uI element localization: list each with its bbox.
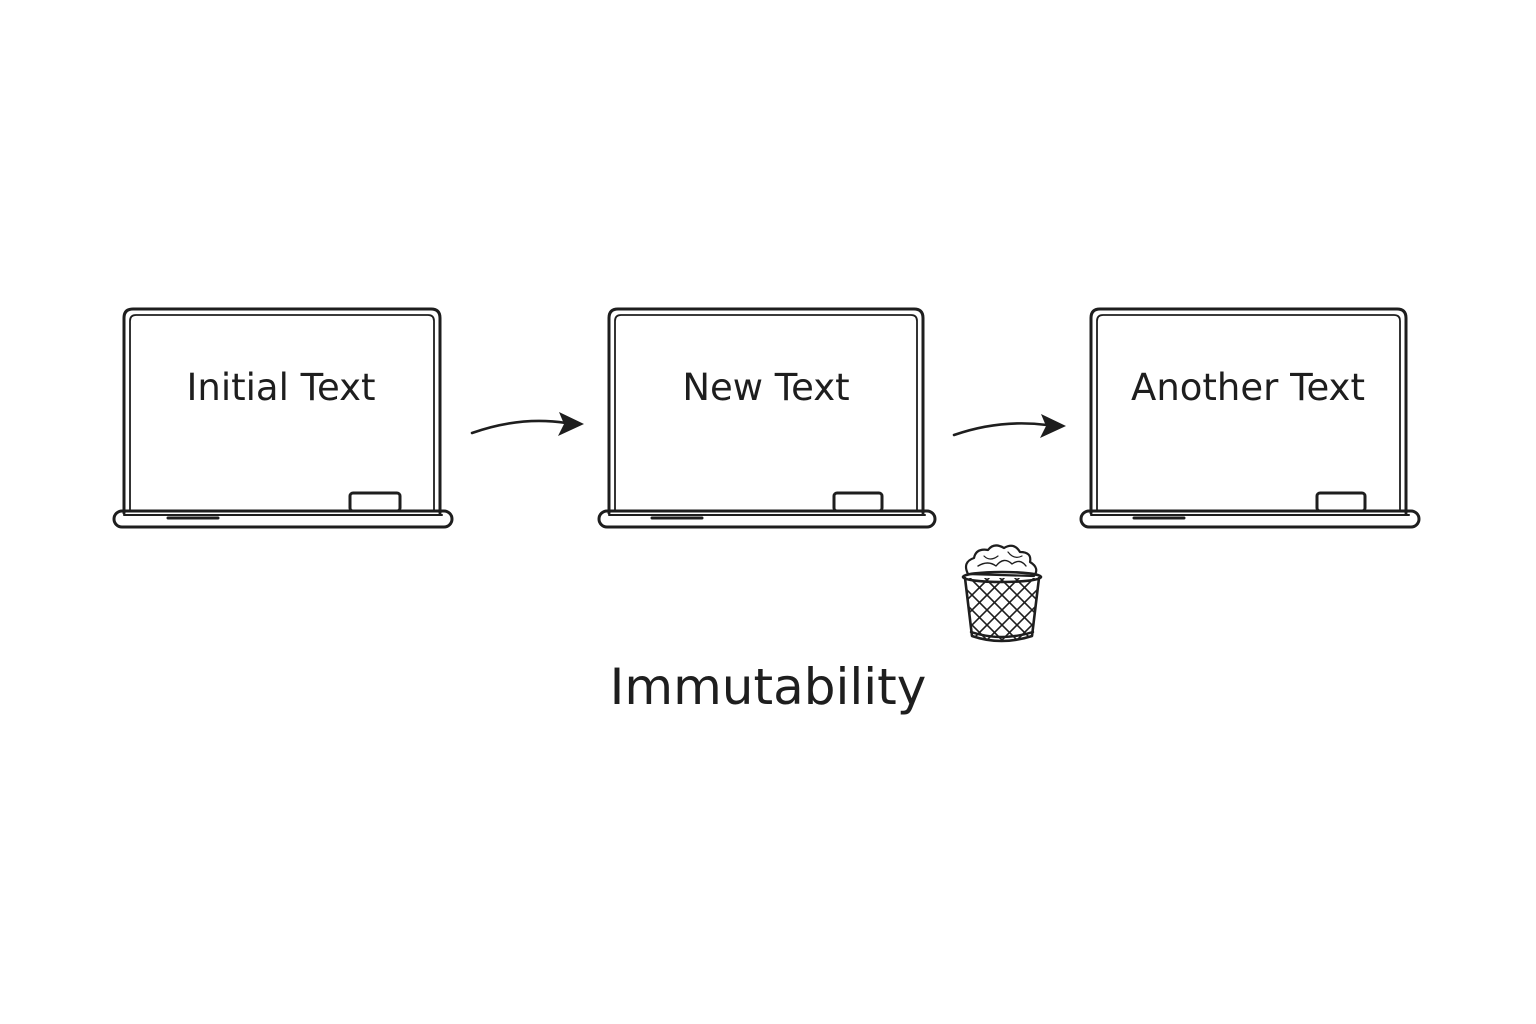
board-label-new: New Text	[682, 366, 849, 409]
whiteboard-icon	[112, 307, 454, 529]
board-label-initial: Initial Text	[187, 366, 376, 409]
whiteboard-icon	[597, 307, 937, 529]
arrow-right-icon	[952, 414, 1066, 438]
board-label-another: Another Text	[1131, 366, 1365, 409]
wastebasket-icon	[961, 544, 1043, 643]
whiteboard-icon	[1079, 307, 1421, 529]
diagram-title: Immutability	[610, 658, 927, 716]
arrow-right-icon	[470, 412, 584, 436]
